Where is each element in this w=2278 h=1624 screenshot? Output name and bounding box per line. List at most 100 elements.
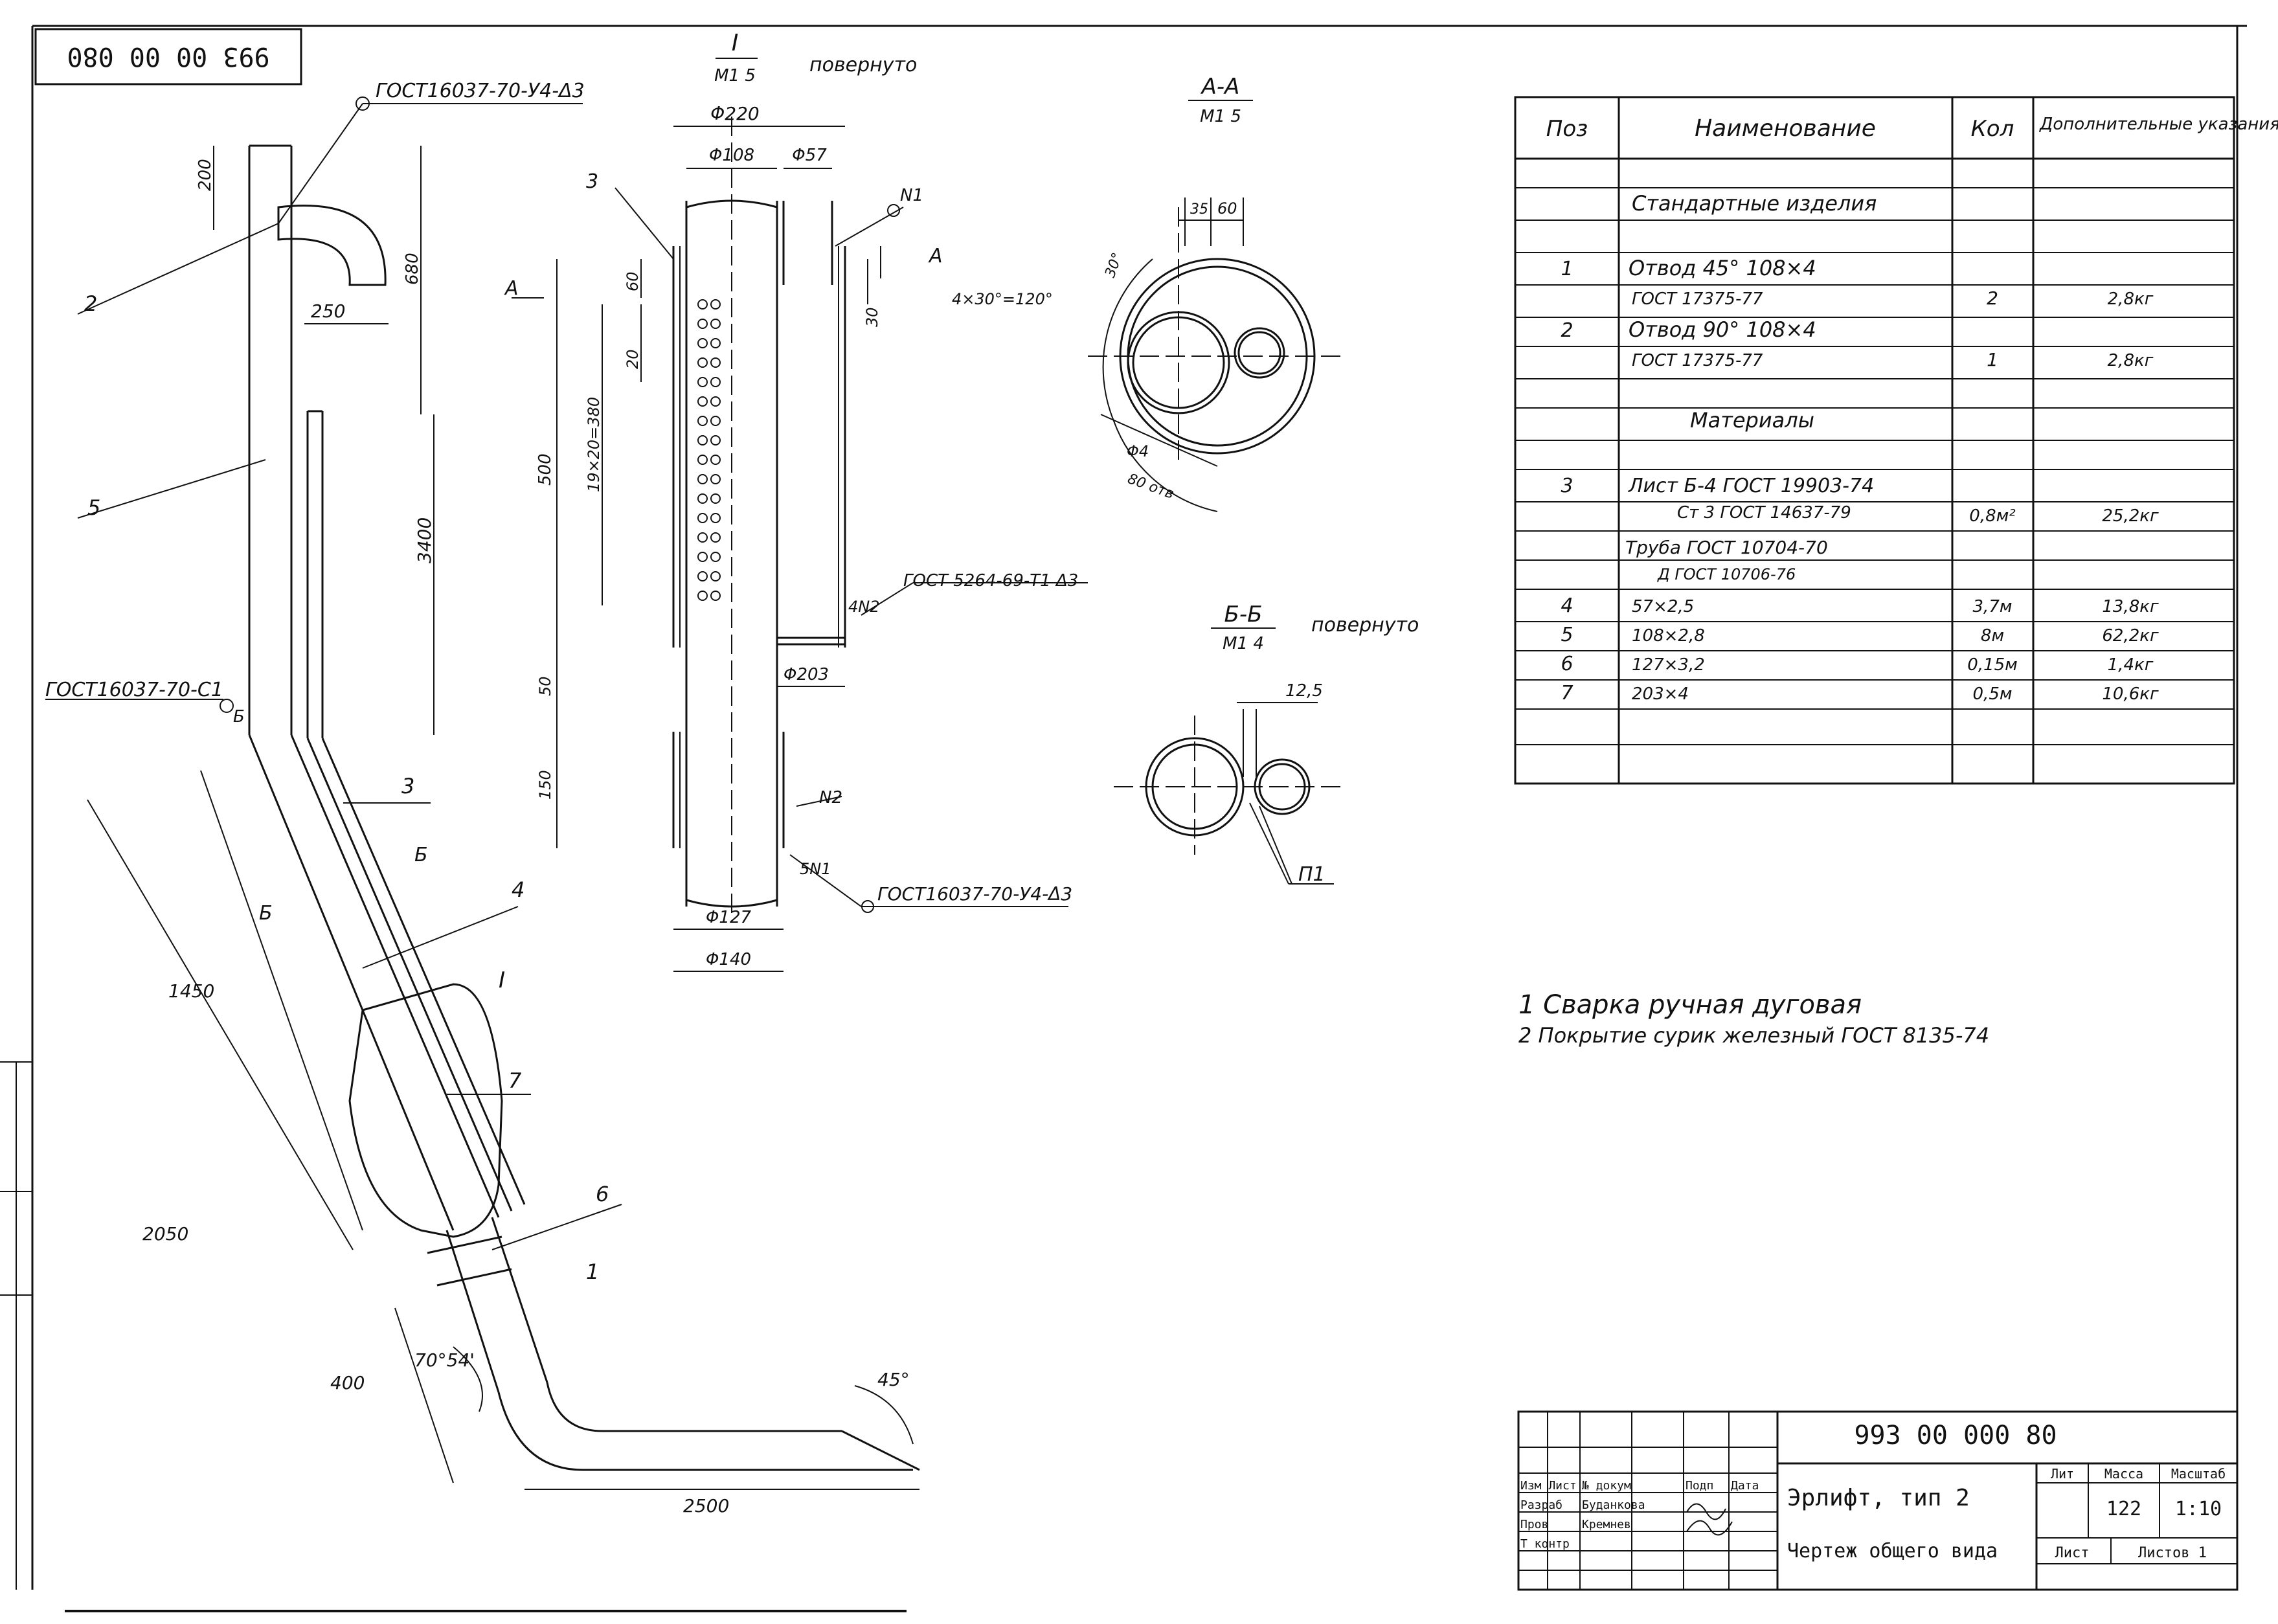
dim-phi203: Φ203: [784, 665, 829, 684]
spec-pos: 1: [1561, 258, 1573, 280]
spec-header-pos: Поз: [1546, 116, 1588, 142]
spec-pos: 3: [1561, 475, 1573, 497]
spec-pos: 7: [1561, 682, 1573, 705]
section-mark-b: Б: [233, 707, 245, 727]
spec-mass: 2,8кг: [2108, 351, 2154, 370]
pos-2: 2: [84, 291, 97, 316]
dim-2050: 2050: [142, 1223, 188, 1245]
tb-sign: Подп: [1686, 1479, 1713, 1493]
section-bb-scale: M1 4: [1223, 634, 1264, 653]
spec-qty: 3,7м: [1973, 597, 2013, 616]
dim-200: 200: [196, 159, 215, 191]
section-mark-b: Б: [414, 844, 428, 866]
tb-role: Изм Лист: [1520, 1479, 1577, 1493]
detail-pos-3: 3: [586, 170, 598, 193]
tb-date: Дата: [1731, 1479, 1759, 1493]
stamp-code: 993 00 00 080: [67, 41, 269, 71]
view-I-scale: M1 5: [714, 66, 756, 85]
title-scale: 1:10: [2175, 1498, 2222, 1520]
stamp-box: [34, 28, 302, 85]
spec-heading-standard: Стандартные изделия: [1632, 191, 1877, 216]
pos-I: I: [499, 967, 505, 993]
spec-rows: Стандартные изделия 1 Отвод 45° 108×4 ГО…: [1561, 191, 2159, 705]
view-I-title: I: [732, 30, 739, 56]
spec-name: 108×2,8: [1632, 626, 1705, 646]
dim-60: 60: [624, 271, 642, 291]
pos-7: 7: [508, 1068, 522, 1093]
gost-bottom-label: ГОСТ16037-70-У4-Δ3: [877, 883, 1072, 905]
dim-phi108: Φ108: [709, 146, 754, 165]
pos-1: 1: [586, 1259, 599, 1284]
spec-qty: 1: [1987, 349, 1998, 370]
spec-mass: 10,6кг: [2102, 684, 2159, 704]
detail-pos-n2: N2: [819, 788, 842, 807]
tb-name: № докум: [1582, 1479, 1631, 1493]
spec-name: 203×4: [1632, 684, 1689, 704]
spec-name: ГОСТ 17375-77: [1632, 289, 1763, 309]
aa-80-holes: 80 отв: [1125, 471, 1176, 502]
airlift-view: [248, 144, 920, 1471]
signature: [1686, 1520, 1733, 1536]
detail-pos-5n1: 5N1: [800, 860, 831, 878]
title-name: Эрлифт, тип 2: [1787, 1485, 1970, 1511]
title-sheet-label: Лист: [2055, 1545, 2090, 1561]
aa-angle-30: 30°: [1102, 251, 1126, 280]
title-mass-label: Масса: [2104, 1466, 2143, 1482]
title-block-grid: [1517, 1410, 2239, 1591]
spec-qty: 0,5м: [1973, 684, 2013, 704]
pos-5: 5: [87, 495, 100, 520]
title-lit-label: Лит: [2051, 1466, 2074, 1482]
section-aa-scale: M1 5: [1200, 107, 1241, 126]
title-sheets-label: Листов 1: [2138, 1545, 2207, 1561]
angle-70-54: 70°54': [414, 1349, 475, 1371]
section-mark-a: A: [504, 277, 519, 300]
tb-role: Разраб: [1520, 1498, 1562, 1512]
spec-name: Д ГОСТ 10706-76: [1657, 565, 1796, 583]
section-aa: [1088, 197, 1347, 512]
angle-45: 45°: [877, 1369, 910, 1390]
dim-400: 400: [330, 1372, 365, 1393]
pos-6: 6: [596, 1182, 609, 1206]
detail-dimension-lines: [512, 126, 1088, 972]
dim-2500: 2500: [683, 1495, 729, 1517]
airlift-dimension-lines: [45, 103, 919, 1490]
spec-qty: 8м: [1981, 626, 2004, 646]
detail-view: [672, 117, 846, 919]
spec-name: Ст 3 ГОСТ 14637-79: [1677, 503, 1851, 523]
section-mark-b: Б: [259, 902, 273, 925]
gost-joint-label: ГОСТ16037-70-С1: [45, 679, 223, 701]
spec-header-name: Наименование: [1695, 115, 1876, 142]
spec-pos: 4: [1561, 594, 1573, 617]
spec-pos: 2: [1561, 319, 1573, 342]
gost-weld-label: ГОСТ 5264-69-Т1 Δ3: [903, 571, 1078, 591]
dim-phi140: Φ140: [706, 950, 751, 969]
spec-name: ГОСТ 17375-77: [1632, 351, 1763, 370]
title-mass: 122: [2106, 1498, 2141, 1520]
gost-top-label: ГОСТ16037-70-У4-Δ3: [376, 80, 585, 102]
dim-30: 30: [863, 307, 881, 327]
spec-pos: 5: [1561, 624, 1573, 646]
spec-mass: 2,8кг: [2108, 289, 2154, 309]
detail-pos-4n2: 4N2: [848, 598, 880, 616]
aa-dim-phi4: Φ4: [1127, 442, 1149, 460]
perforation-holes: [697, 299, 721, 601]
spec-name: 57×2,5: [1632, 597, 1694, 616]
spec-mass: 25,2кг: [2102, 506, 2159, 526]
spec-table-grid: [1514, 96, 2235, 785]
spec-name: Лист Б-4 ГОСТ 19903-74: [1628, 475, 1874, 497]
dim-1450: 1450: [168, 980, 214, 1002]
spec-name: 127×3,2: [1632, 655, 1705, 675]
section-bb-note: повернуто: [1311, 614, 1419, 637]
dim-19x20: 19×20=380: [585, 397, 603, 492]
tb-name: Буданкова: [1582, 1498, 1645, 1512]
view-I-note: повернуто: [809, 54, 917, 76]
dim-250: 250: [311, 300, 345, 322]
leader-dot: [355, 96, 370, 111]
aa-dim-35: 35: [1190, 201, 1208, 218]
section-aa-title: A-A: [1201, 74, 1240, 100]
spec-pos: 6: [1561, 653, 1573, 675]
spec-qty: 0,15м: [1967, 655, 2018, 675]
spec-name: Труба ГОСТ 10704-70: [1625, 537, 1828, 558]
dim-phi57: Φ57: [792, 146, 827, 165]
spec-mass: 62,2кг: [2102, 626, 2159, 646]
